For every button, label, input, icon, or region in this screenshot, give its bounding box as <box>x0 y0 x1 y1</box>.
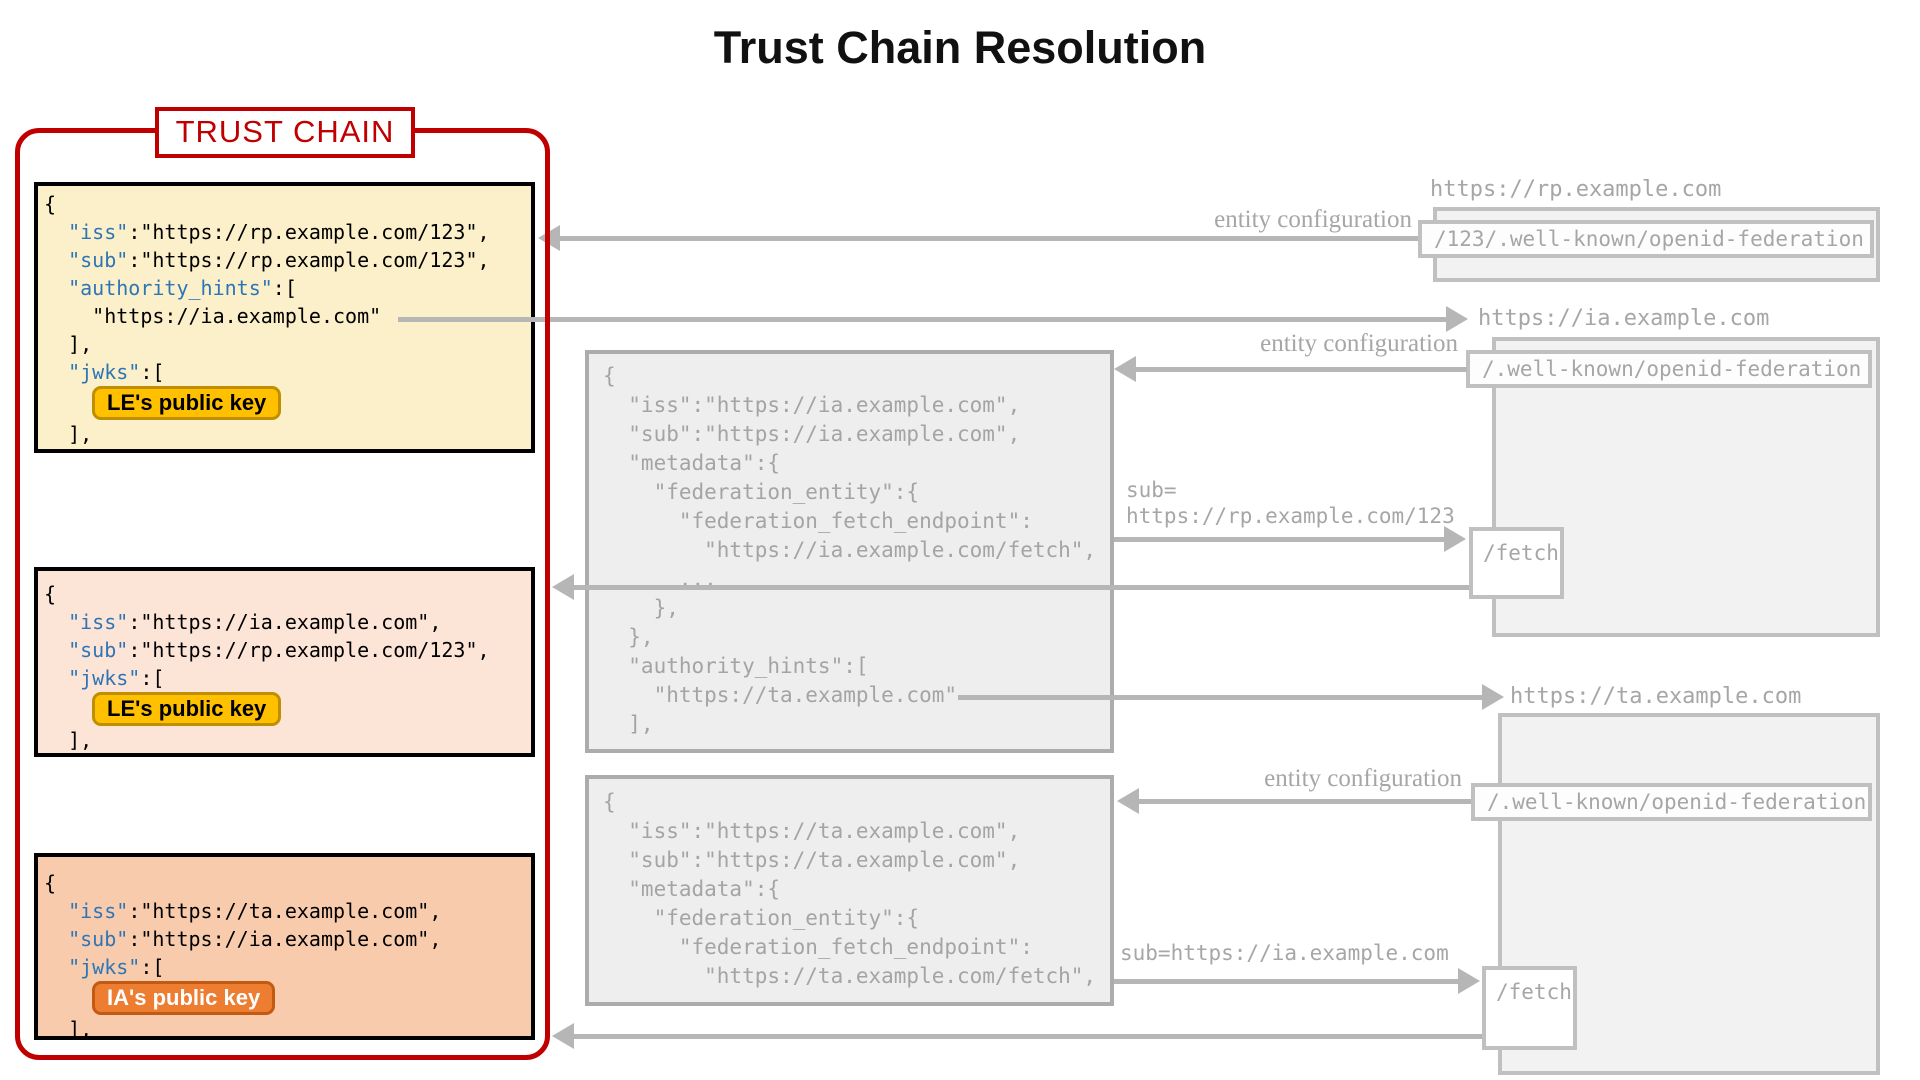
code-line: "jwks":[ <box>68 955 165 979</box>
ia-fetch-endpoint-box: /fetch <box>1469 527 1564 599</box>
page-title: Trust Chain Resolution <box>713 22 1207 73</box>
arrow-authority-hint-to-ia <box>398 317 1446 322</box>
arrow-authority-hint-to-ta <box>958 695 1482 700</box>
code-line: { <box>44 582 57 606</box>
code-line: }, <box>603 596 679 620</box>
code-line: "federation_fetch_endpoint": <box>603 935 1033 959</box>
arrow-fetch-request-sub-ia-head <box>1458 968 1480 994</box>
sub-ia-request-label: sub=https://ia.example.com <box>1120 941 1449 965</box>
code-line: "https://ia.example.com" <box>44 304 382 328</box>
rp-url-label: https://rp.example.com <box>1430 177 1722 202</box>
code-line: "iss":"https://ta.example.com", <box>68 899 442 923</box>
code-line: { <box>603 790 616 814</box>
arrow-fetch-request-sub-rp <box>1114 537 1444 542</box>
ia-well-known-box: /.well-known/openid-federation <box>1466 350 1872 388</box>
code-line: "iss":"https://ta.example.com", <box>603 819 1021 843</box>
arrow-authority-hint-to-ta-head <box>1482 684 1504 710</box>
ta-fetch-endpoint-box: /fetch <box>1482 966 1577 1050</box>
badge-le-s-public-key: LE's public key <box>92 386 282 420</box>
arrow-authority-hint-to-ia-head <box>1446 306 1468 332</box>
code-line: "iss":"https://rp.example.com/123", <box>68 220 490 244</box>
code-line: "jwks":[ <box>68 666 165 690</box>
code-line: "sub":"https://rp.example.com/123", <box>68 638 490 662</box>
badge-le-s-public-key: LE's public key <box>92 692 282 726</box>
code-line: ], <box>44 728 93 752</box>
rp-entity-configuration-label: entity configuration <box>1214 206 1412 233</box>
code-line: "sub":"https://rp.example.com/123", <box>68 248 490 272</box>
code-line: }, <box>603 625 654 649</box>
arrow-ia-entity-configuration-head <box>1114 356 1136 382</box>
ta-subordinate-statement-about-ia: { "iss":"https://ta.example.com", "sub":… <box>34 853 535 1041</box>
code-line: { <box>44 871 57 895</box>
code-line: "authority_hints":[ <box>603 654 869 678</box>
arrow-fetch-request-sub-rp-head <box>1444 526 1466 552</box>
code-line-badge: LE's public key <box>44 386 531 420</box>
code-line: "iss":"https://ia.example.com", <box>603 393 1021 417</box>
arrow-ta-subordinate-statement-head <box>552 1023 574 1049</box>
trust-chain-label: TRUST CHAIN <box>155 107 415 158</box>
code-line: "https://ta.example.com" <box>603 683 958 707</box>
code-line: "https://ta.example.com/fetch", <box>603 964 1097 988</box>
ia-url-label: https://ia.example.com <box>1478 306 1770 331</box>
code-line-badge: IA's public key <box>44 981 531 1015</box>
badge-ia-s-public-key: IA's public key <box>92 981 276 1015</box>
code-line: "sub":"https://ta.example.com", <box>603 848 1021 872</box>
arrow-ia-subordinate-statement <box>574 585 1469 590</box>
code-line: "authority_hints":[ <box>68 276 297 300</box>
ta-url-label: https://ta.example.com <box>1510 684 1802 709</box>
code-line: "metadata":{ <box>603 451 781 475</box>
arrow-ta-entity-configuration <box>1139 799 1471 804</box>
arrow-ia-entity-configuration <box>1136 367 1467 372</box>
arrow-rp-entity-configuration <box>560 236 1418 241</box>
arrow-ta-subordinate-statement <box>574 1034 1482 1039</box>
ta-well-known-box: /.well-known/openid-federation <box>1471 783 1872 821</box>
code-line: "jwks":[ <box>68 360 165 384</box>
code-line: "federation_entity":{ <box>603 906 920 930</box>
ia-entity-configuration-label: entity configuration <box>1260 330 1458 357</box>
rp-well-known-box: /123/.well-known/openid-federation <box>1418 220 1874 258</box>
code-line: ], <box>44 332 93 356</box>
code-line: { <box>44 192 57 216</box>
code-line: "federation_entity":{ <box>603 480 920 504</box>
code-line: { <box>603 364 616 388</box>
code-line: "metadata":{ <box>603 877 781 901</box>
code-line-badge: LE's public key <box>44 692 531 726</box>
code-line: ], <box>44 422 93 446</box>
code-line: "iss":"https://ia.example.com", <box>68 610 442 634</box>
ta-entity-configuration-statement: { "iss":"https://ta.example.com", "sub":… <box>585 775 1114 1006</box>
code-line: "sub":"https://ia.example.com", <box>603 422 1021 446</box>
arrow-fetch-request-sub-ia <box>1114 979 1458 984</box>
arrow-ta-entity-configuration-head <box>1117 788 1139 814</box>
ia-entity-configuration-statement: { "iss":"https://ia.example.com", "sub":… <box>585 350 1114 753</box>
code-line: ], <box>603 712 654 736</box>
code-line: "sub":"https://ia.example.com", <box>68 927 442 951</box>
sub-rp-line1: sub= <box>1126 478 1177 502</box>
sub-rp-request-label: sub=https://rp.example.com/123 <box>1126 477 1455 529</box>
code-line: "federation_fetch_endpoint": <box>603 509 1033 533</box>
sub-rp-line2: https://rp.example.com/123 <box>1126 504 1455 528</box>
trust-chain-container <box>15 128 550 1060</box>
arrow-ia-subordinate-statement-head <box>552 574 574 600</box>
code-line: ], <box>44 1017 93 1041</box>
ia-subordinate-statement-about-rp: { "iss":"https://ia.example.com", "sub":… <box>34 567 535 757</box>
code-line: "https://ia.example.com/fetch", <box>603 538 1097 562</box>
ta-entity-configuration-label: entity configuration <box>1264 765 1462 792</box>
